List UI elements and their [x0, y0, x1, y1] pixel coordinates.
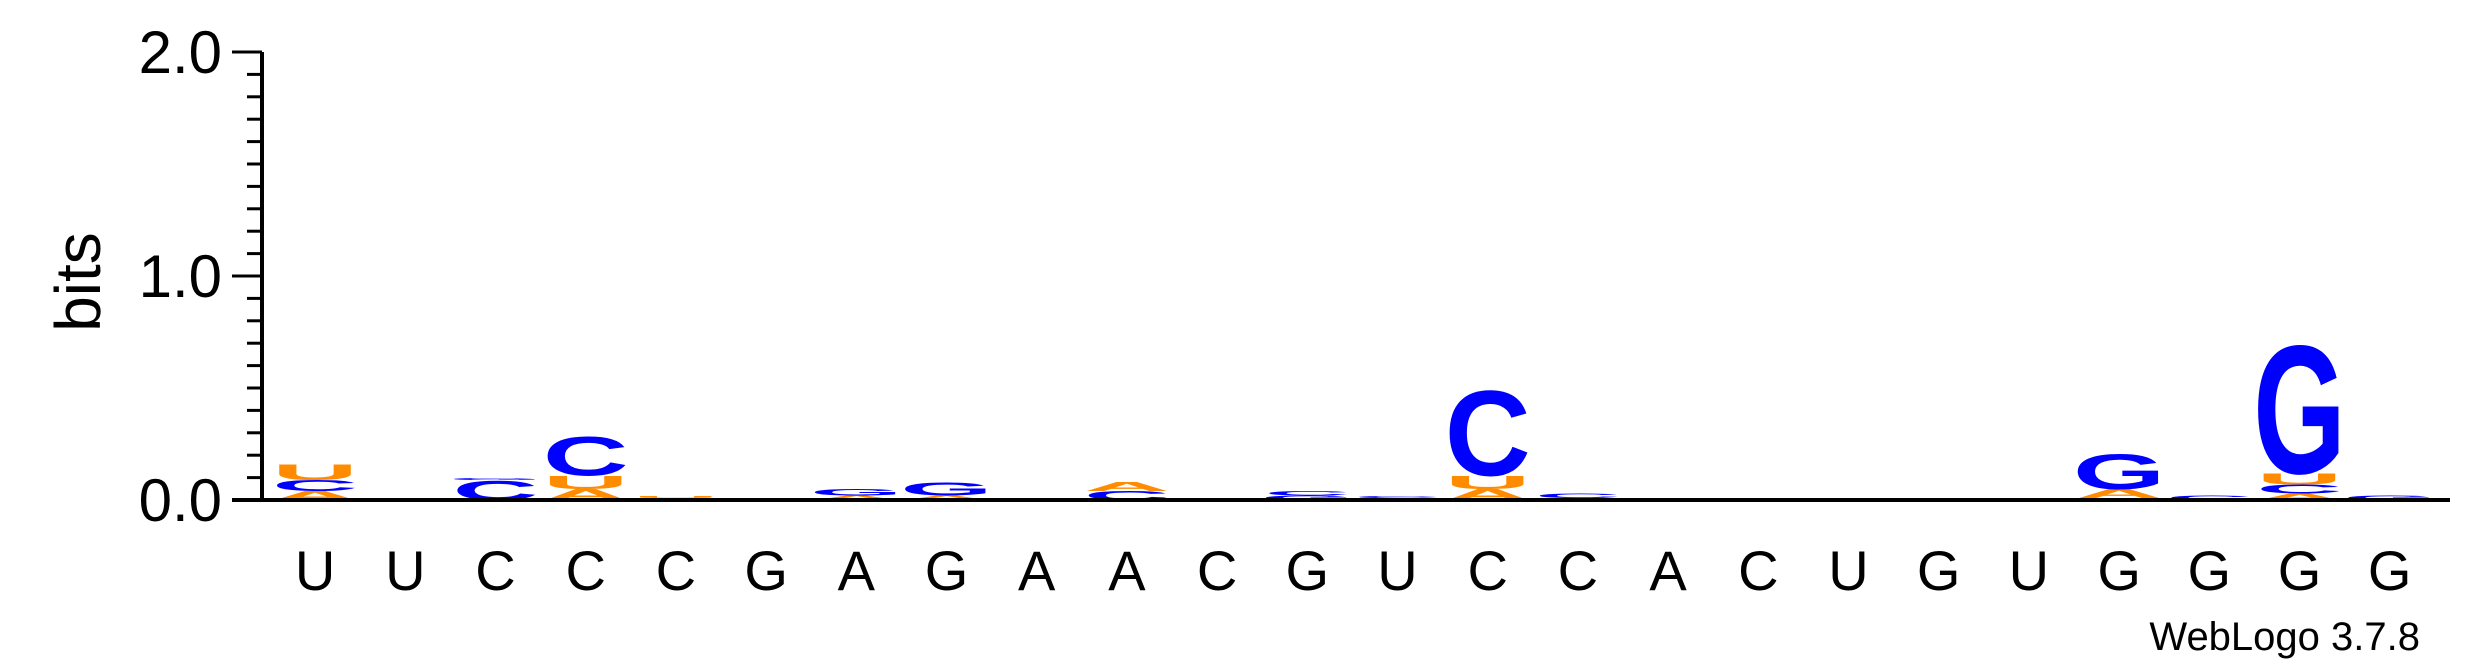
glyph-C: C [543, 425, 629, 488]
position-label: C [475, 539, 515, 602]
y-tick-label: 1.0 [139, 243, 222, 310]
y-tick-label: 2.0 [139, 19, 222, 86]
position-label: C [656, 539, 696, 602]
glyph-G: G [2343, 494, 2436, 501]
glyph-U: U [633, 495, 719, 498]
position-label: G [2278, 539, 2322, 602]
position-label: A [1649, 539, 1687, 602]
y-axis: 0.0 1.0 2.0 [139, 19, 2450, 534]
position-label: U [1828, 539, 1868, 602]
glyph-C: C [1535, 492, 1621, 499]
glyph-U: U [272, 460, 358, 484]
logo-stacks: ACUCGAUCAUAAGAGCAGCACAUCGCACAGCACUGG [272, 307, 2436, 512]
position-label: G [1286, 539, 1330, 602]
position-label: U [385, 539, 425, 602]
position-label: C [1197, 539, 1237, 602]
position-label: G [2097, 539, 2141, 602]
glyph-U: U [2257, 470, 2343, 487]
position-label: U [295, 539, 335, 602]
glyph-G: G [2253, 307, 2346, 512]
position-label: U [1377, 539, 1417, 602]
position-label: A [1018, 539, 1056, 602]
position-label: G [925, 539, 969, 602]
position-label: U [2009, 539, 2049, 602]
glyph-U: U [1445, 472, 1531, 493]
glyph-G: G [449, 477, 542, 480]
weblogo-credit: WebLogo 3.7.8 [2149, 615, 2420, 659]
position-label: G [744, 539, 788, 602]
y-tick-label: 0.0 [139, 467, 222, 534]
position-label: C [565, 539, 605, 602]
glyph-G: G [2073, 444, 2166, 500]
glyph-C: C [2257, 482, 2343, 496]
glyph-C: C [1264, 490, 1350, 497]
glyph-A: A [2076, 486, 2162, 500]
glyph-G: G [900, 479, 993, 500]
position-label: C [1558, 539, 1598, 602]
glyph-A: A [1084, 480, 1170, 494]
glyph-G: G [810, 487, 903, 497]
position-label: A [838, 539, 876, 602]
y-axis-label: bits [42, 232, 114, 332]
glyph-C: C [272, 477, 358, 494]
glyph-A: A [813, 494, 899, 501]
glyph-G: G [1261, 494, 1354, 501]
position-label: A [1108, 539, 1146, 602]
position-label: G [1917, 539, 1961, 602]
glyph-A: A [2257, 492, 2343, 502]
glyph-A: A [904, 494, 990, 501]
position-label: G [2188, 539, 2232, 602]
glyph-C: C [2166, 494, 2252, 501]
glyph-U: U [543, 472, 629, 493]
glyph-C: C [1445, 366, 1531, 501]
glyph-C: C [1355, 495, 1441, 498]
position-label: C [1467, 539, 1507, 602]
position-label: C [1738, 539, 1778, 602]
position-label: G [2368, 539, 2412, 602]
